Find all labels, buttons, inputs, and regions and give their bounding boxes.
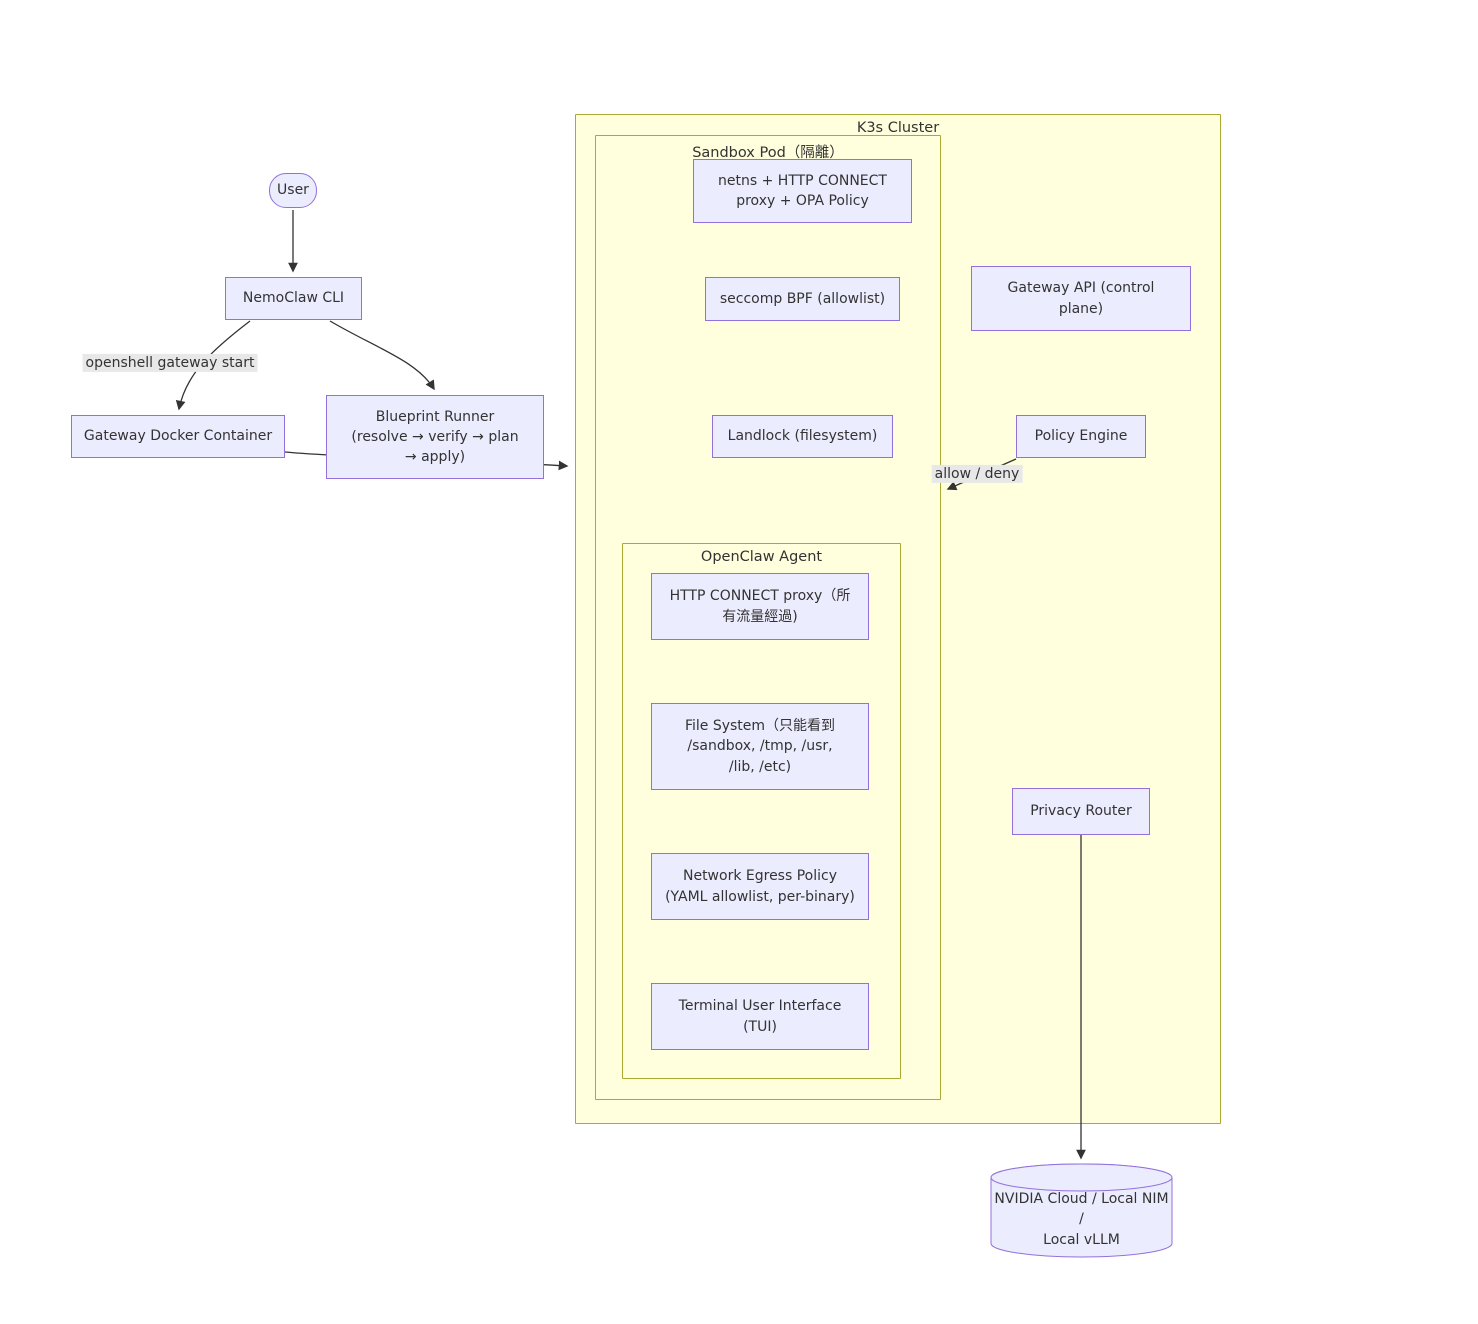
cluster-openclaw-agent-label: OpenClaw Agent (700, 549, 823, 565)
node-file-system: File System（只能看到 /sandbox, /tmp, /usr, /… (651, 703, 869, 790)
node-policy-engine: Policy Engine (1016, 415, 1146, 458)
edge-cli-to-blueprint-runner (329, 320, 435, 391)
node-netns-proxy-opa: netns + HTTP CONNECT proxy + OPA Policy (693, 159, 912, 223)
node-gateway-docker-container: Gateway Docker Container (71, 415, 285, 458)
node-terminal-user-interface: Terminal User Interface (TUI) (651, 983, 869, 1050)
node-network-egress-policy: Network Egress Policy (YAML allowlist, p… (651, 853, 869, 920)
node-llm-backend: NVIDIA Cloud / Local NIM / Local vLLM (990, 1163, 1173, 1258)
node-gateway-api: Gateway API (control plane) (971, 266, 1191, 331)
node-landlock: Landlock (filesystem) (712, 415, 893, 458)
node-privacy-router: Privacy Router (1012, 788, 1150, 835)
node-user: User (269, 173, 317, 208)
edge-label-openshell-gateway-start: openshell gateway start (82, 353, 258, 373)
cluster-k3s-label: K3s Cluster (856, 120, 940, 136)
cylinder-shape (990, 1163, 1173, 1258)
edge-label-allow-deny: allow / deny (931, 464, 1023, 484)
node-llm-backend-label: NVIDIA Cloud / Local NIM / Local vLLM (994, 1191, 1169, 1248)
node-blueprint-runner: Blueprint Runner (resolve → verify → pla… (326, 395, 544, 479)
node-http-connect-proxy: HTTP CONNECT proxy（所 有流量經過) (651, 573, 869, 640)
node-seccomp-bpf: seccomp BPF (allowlist) (705, 277, 900, 321)
node-nemoclaw-cli: NemoClaw CLI (225, 277, 362, 320)
cluster-sandbox-pod-label: Sandbox Pod（隔離） (692, 145, 844, 161)
